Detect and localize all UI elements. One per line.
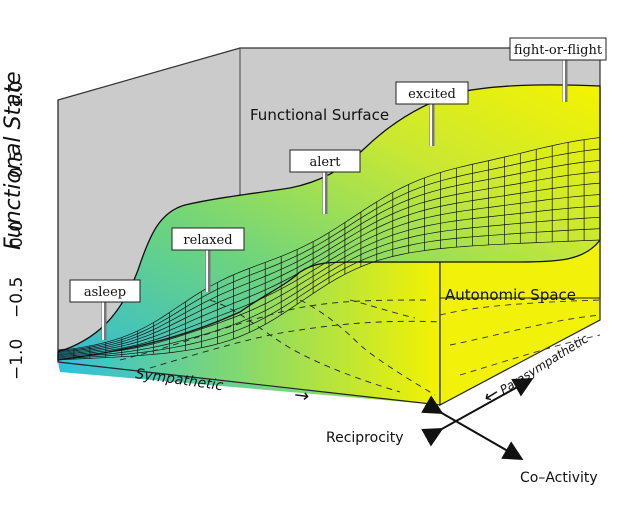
state-alert: alert	[289, 149, 361, 214]
coactivity-arrow	[421, 395, 524, 460]
state-excited: excited	[395, 81, 469, 146]
state-fight-or-flight: fight-or-flight	[509, 37, 607, 102]
functional-surface-label: Functional Surface	[250, 106, 389, 124]
z-tick-1: 1.0	[7, 81, 27, 108]
state-label-asleep: asleep	[84, 285, 126, 300]
z-tick-5: −1.0	[7, 339, 27, 380]
state-relaxed: relaxed	[171, 227, 245, 292]
z-tick-4: −0.5	[7, 277, 27, 318]
reciprocity-label: Reciprocity	[326, 430, 404, 446]
state-asleep: asleep	[69, 279, 141, 340]
surface-mesh	[57, 137, 601, 361]
functional-surface	[57, 84, 601, 361]
z-tick-2: 0.5	[7, 151, 27, 178]
z-axis: 1.0 0.5 0.0 −0.5 −1.0	[7, 81, 27, 380]
state-label-fight-or-flight: fight-or-flight	[514, 43, 603, 58]
state-label-excited: excited	[408, 87, 456, 102]
autonomic-space-label: Autonomic Space	[445, 286, 576, 304]
mode-legend: Reciprocity Co–Activity	[326, 378, 598, 486]
x-axis-arrow: →	[293, 384, 311, 407]
coactivity-label: Co–Activity	[520, 470, 598, 486]
state-label-relaxed: relaxed	[183, 233, 232, 248]
z-axis-label: Functional State	[1, 71, 26, 250]
right-dashed	[439, 299, 601, 376]
state-label-alert: alert	[309, 155, 341, 170]
floor-contours	[119, 299, 441, 396]
z-tick-3: 0.0	[7, 221, 27, 248]
